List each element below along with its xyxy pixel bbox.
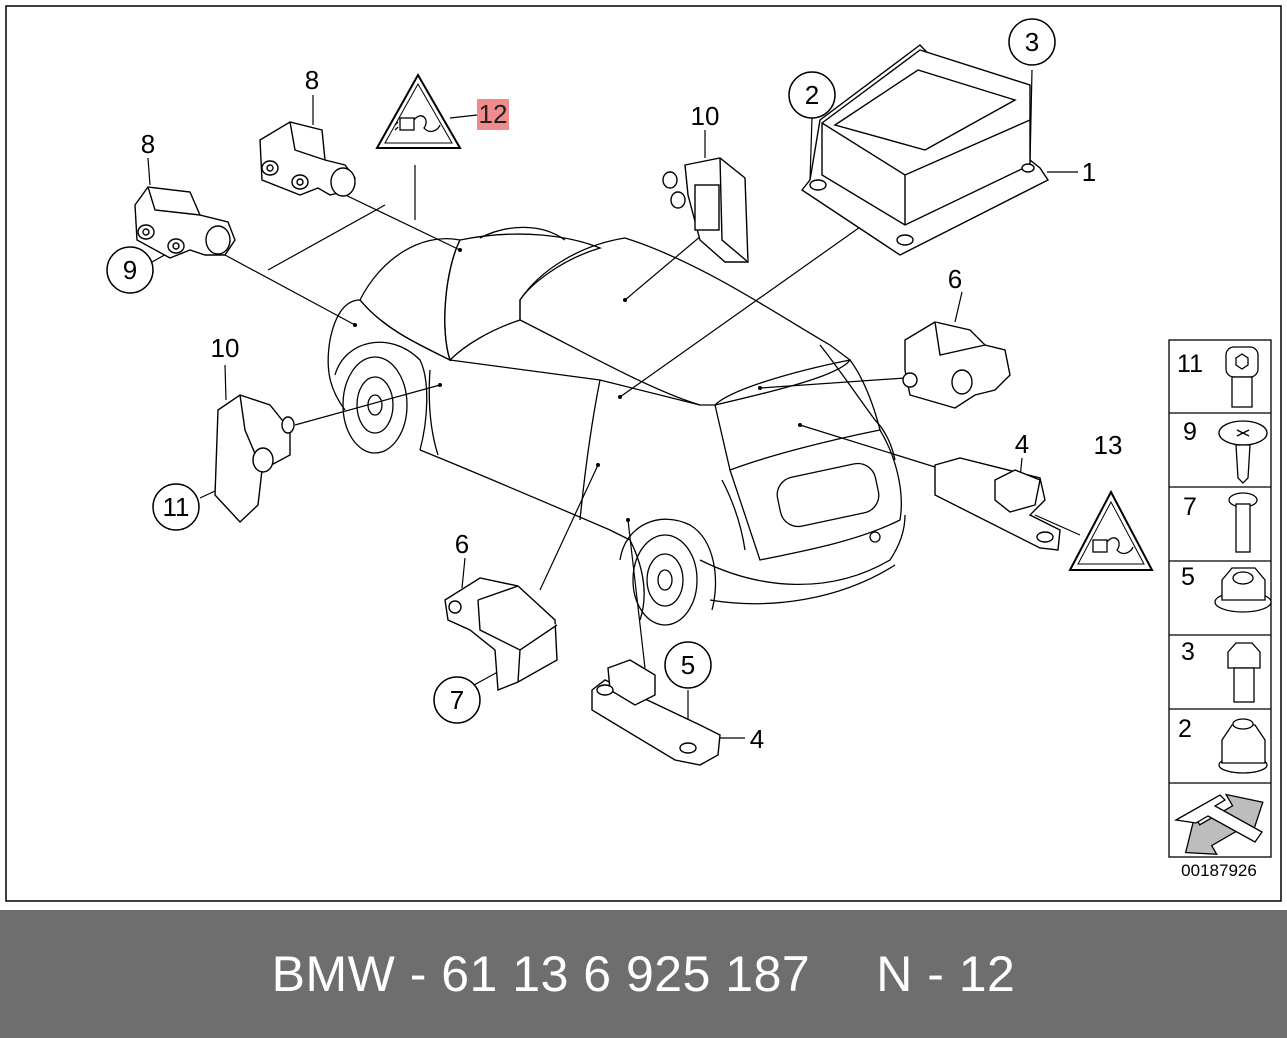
leader-lines	[147, 69, 1081, 743]
footer-bar: BMW - 61 13 6 925 187 N - 12	[0, 910, 1287, 1038]
pan-head-screw-icon	[1228, 492, 1258, 553]
legend-label-9: 9	[1183, 418, 1197, 446]
hex-bolt-icon	[1227, 642, 1261, 703]
callout-10-upper: 10	[691, 101, 720, 131]
callout-10-left: 10	[211, 333, 240, 363]
warning-triangle-12	[375, 72, 462, 149]
callout-8-lower: 8	[141, 129, 155, 159]
callout-12: 12	[479, 99, 508, 129]
callout-2: 2	[805, 80, 819, 110]
warning-triangle-13	[1068, 489, 1154, 571]
part-number: BMW - 61 13 6 925 187	[271, 946, 811, 1002]
legend-label-7: 7	[1183, 493, 1197, 521]
legend-label-5: 5	[1181, 563, 1195, 591]
car-body-outline	[327, 226, 906, 626]
callout-7: 7	[450, 685, 464, 715]
sensor-8-lower	[134, 186, 236, 259]
sensor-4-right	[934, 457, 1061, 551]
cap-nut-icon	[1218, 718, 1268, 774]
diagram-code: 00187926	[1181, 861, 1257, 880]
callout-5: 5	[681, 650, 695, 680]
sensor-4-lower	[591, 659, 721, 766]
sensor-8-upper	[259, 121, 356, 197]
callout-4-right: 4	[1015, 429, 1029, 459]
sensor-10-left-bracket	[214, 394, 295, 523]
diagram-frame	[5, 5, 1282, 902]
warning-triangle-12-sensor-icon	[394, 115, 441, 133]
highlight-12	[477, 99, 509, 130]
callout-11: 11	[163, 492, 190, 522]
callout-6-upper: 6	[948, 264, 962, 294]
callout-1: 1	[1082, 157, 1096, 187]
tapping-screw-icon	[1218, 420, 1268, 484]
legend-label-3: 3	[1181, 638, 1195, 666]
callout-4-lower: 4	[750, 724, 764, 754]
warning-triangle-13-sensor-icon	[1092, 537, 1134, 555]
orientation-arrow-icon	[1174, 793, 1264, 855]
socket-head-screw-icon	[1225, 346, 1259, 408]
legend-label-11: 11	[1177, 350, 1203, 378]
sensor-10-upper	[662, 157, 749, 263]
parts-diagram: 1 2 3 4 4 5 6 6 7 8 8 9 10 10 11 12 13 1…	[5, 5, 1282, 902]
flange-nut-icon	[1214, 567, 1272, 613]
callout-13: 13	[1094, 430, 1123, 460]
callout-circles	[106, 18, 1056, 724]
legend-label-2: 2	[1178, 715, 1192, 743]
sensor-6-lower	[444, 577, 558, 692]
diagram-position: N - 12	[876, 946, 1016, 1002]
fastener-legend	[1168, 339, 1272, 858]
sensor-6-upper	[902, 321, 1011, 409]
callout-3: 3	[1025, 27, 1039, 57]
airbag-control-unit	[800, 44, 1050, 256]
leader-dots	[353, 248, 802, 522]
callout-6-lower: 6	[455, 529, 469, 559]
callout-9: 9	[123, 255, 137, 285]
callout-8-upper: 8	[305, 65, 319, 95]
